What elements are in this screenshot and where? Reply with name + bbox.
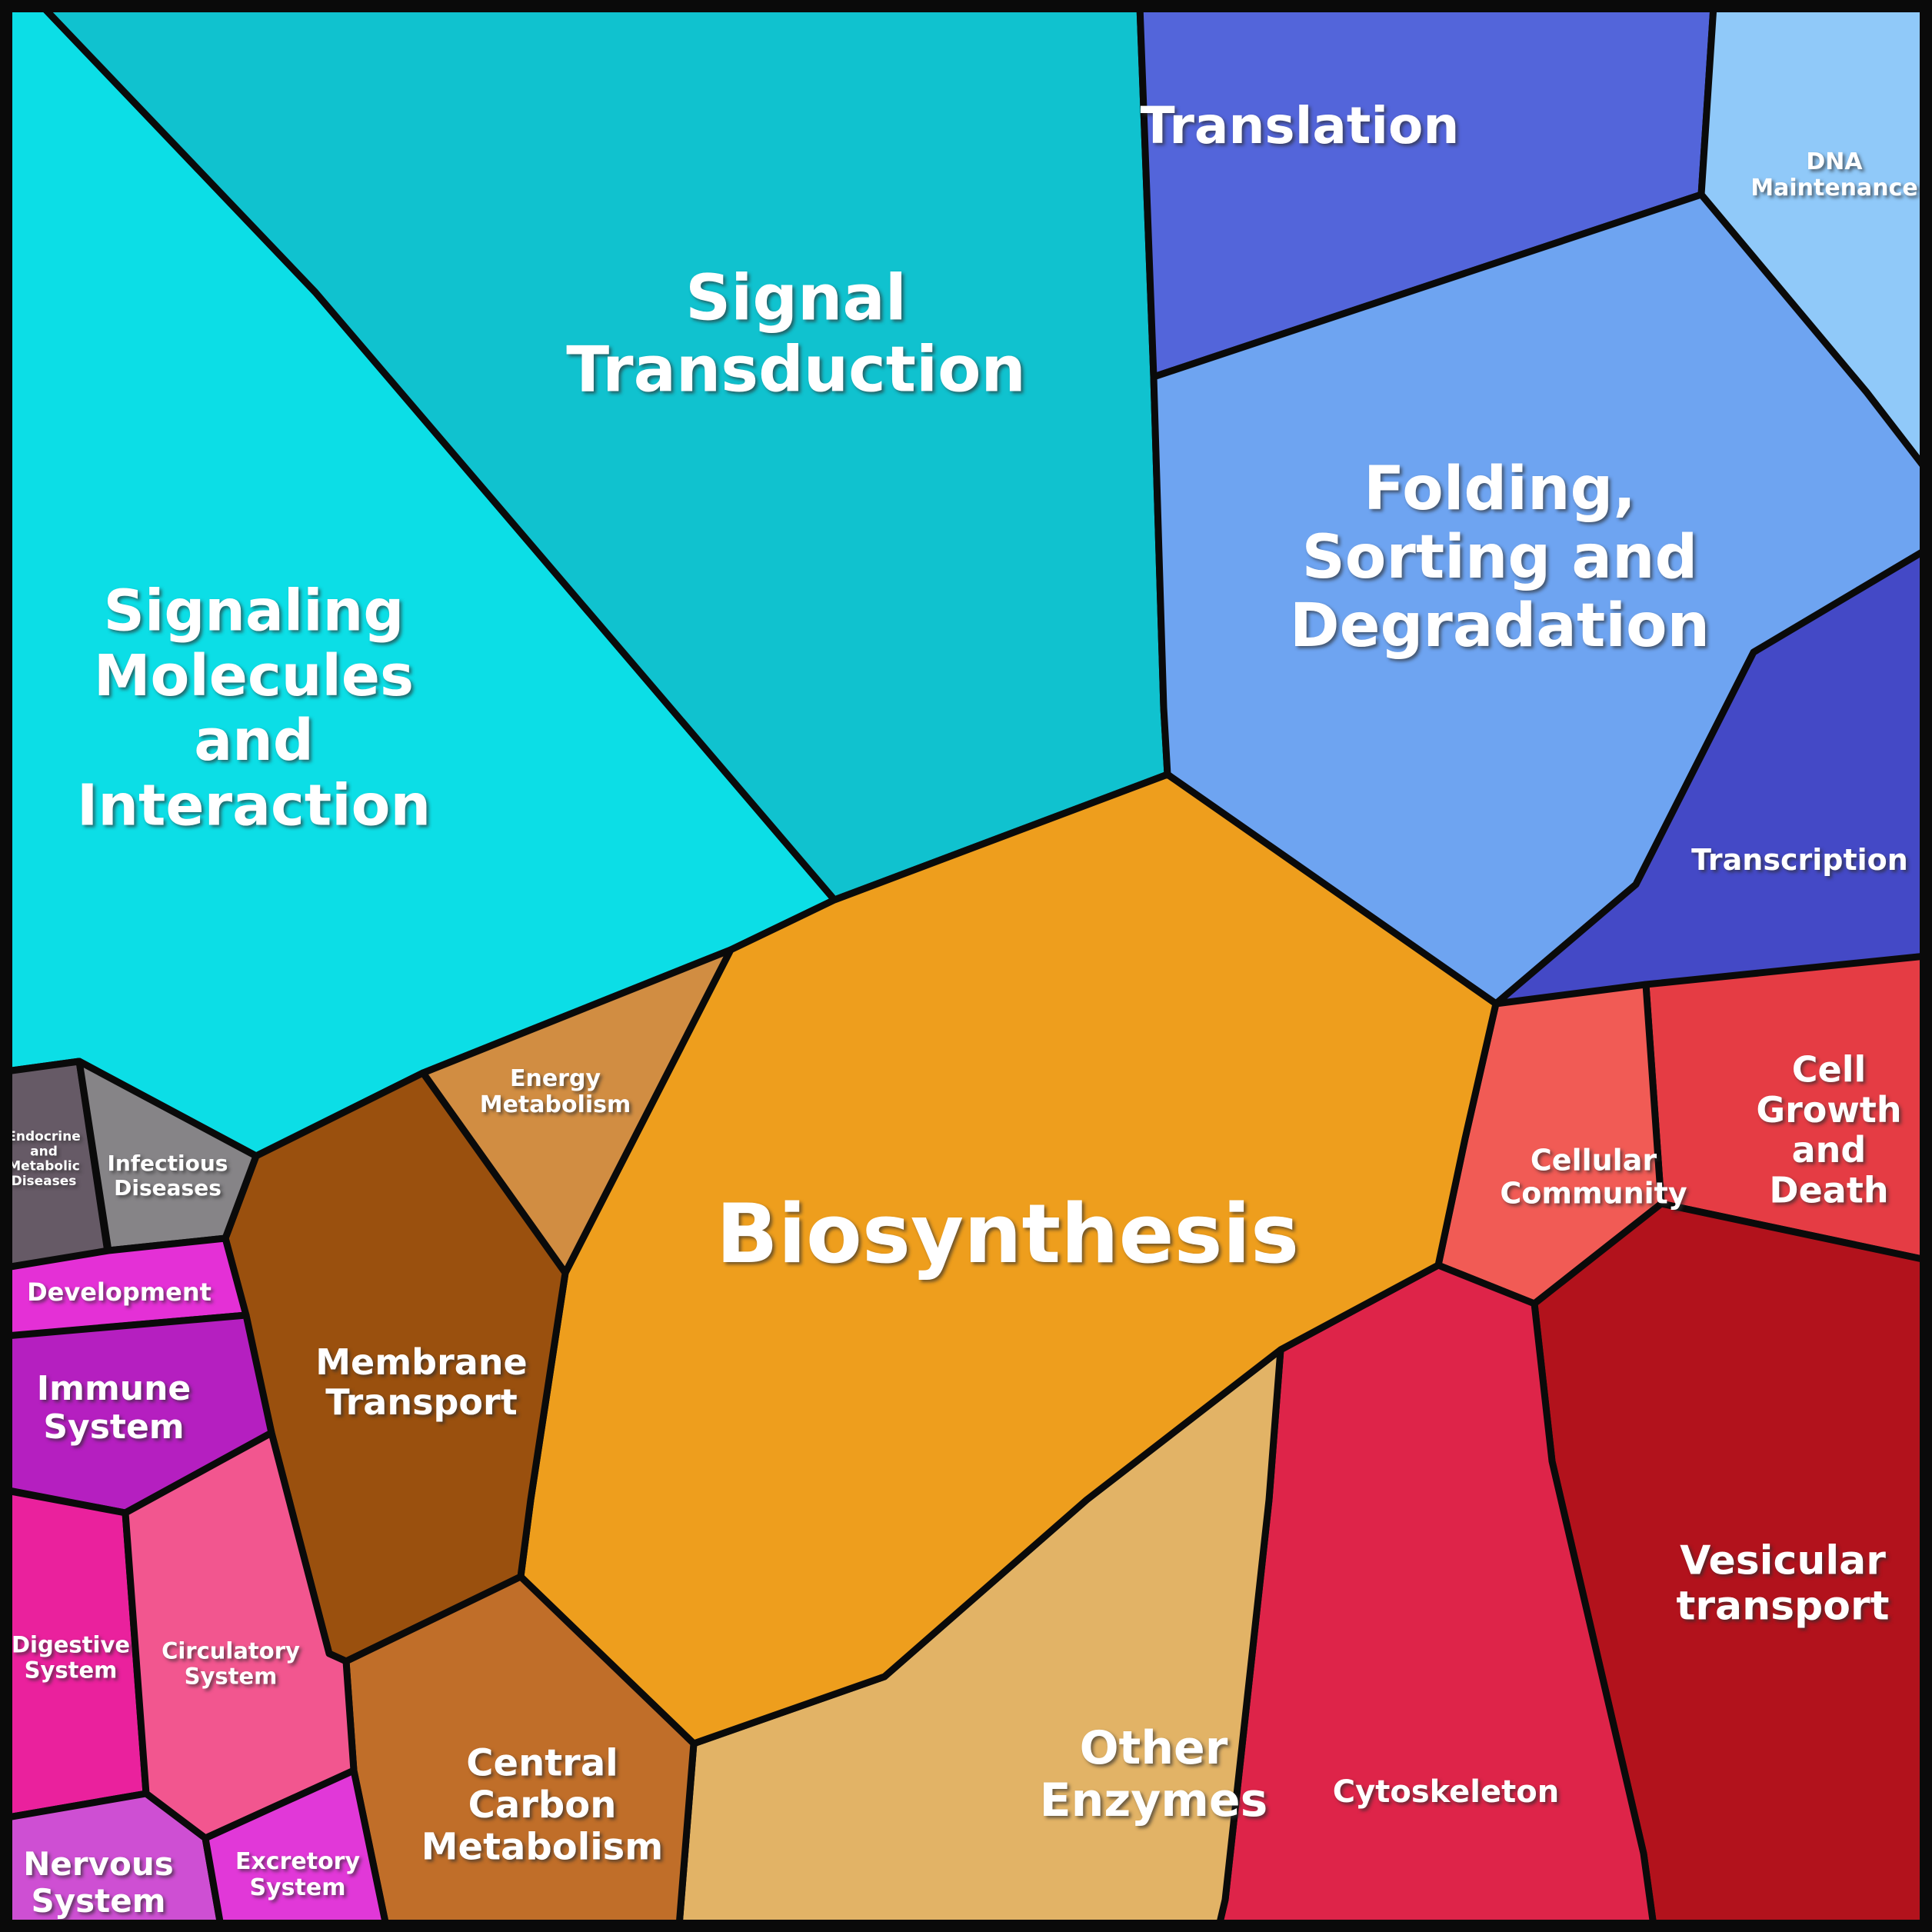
treemap-outer-border <box>0 0 1932 1932</box>
